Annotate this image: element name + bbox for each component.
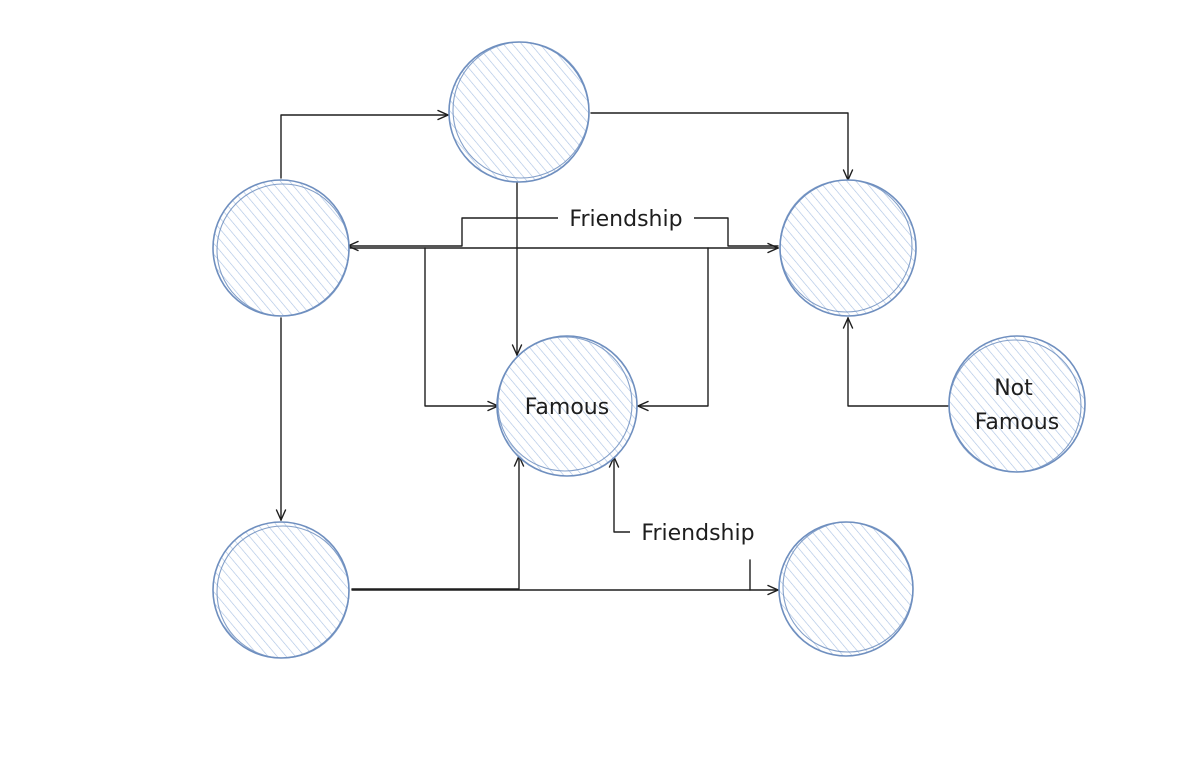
edge-left-to-top — [280, 115, 448, 179]
edge-top-to-right — [590, 112, 848, 180]
edge-bottomleft-to-famous — [351, 456, 519, 590]
node-not-famous[interactable]: Not Famous — [948, 335, 1086, 473]
edge-left-to-famous — [424, 247, 498, 406]
node-bottom-left[interactable] — [212, 521, 350, 659]
node-not-famous-label-line1: Not — [994, 376, 1033, 401]
edge-labels: Friendship Friendship — [558, 202, 766, 548]
node-not-famous-label: Not Famous — [975, 376, 1059, 435]
edges — [280, 112, 949, 590]
node-famous[interactable]: Famous — [496, 335, 638, 477]
node-bottom-right[interactable] — [778, 521, 914, 657]
node-not-famous-label-line2: Famous — [975, 410, 1059, 435]
nodes: Famous Not Famous — [212, 41, 1086, 659]
edge-right-to-famous — [638, 247, 709, 406]
edge-label-left-right-friendship: Friendship — [569, 207, 682, 232]
node-famous-label: Famous — [525, 395, 609, 420]
node-right[interactable] — [779, 179, 917, 317]
edge-notfamous-to-right — [848, 318, 949, 407]
node-left[interactable] — [212, 179, 350, 317]
edge-label-bg — [630, 516, 766, 548]
node-top[interactable] — [448, 41, 590, 183]
edge-label-bottomright-famous-friendship: Friendship — [641, 521, 754, 546]
edge-label-bg — [558, 202, 694, 234]
